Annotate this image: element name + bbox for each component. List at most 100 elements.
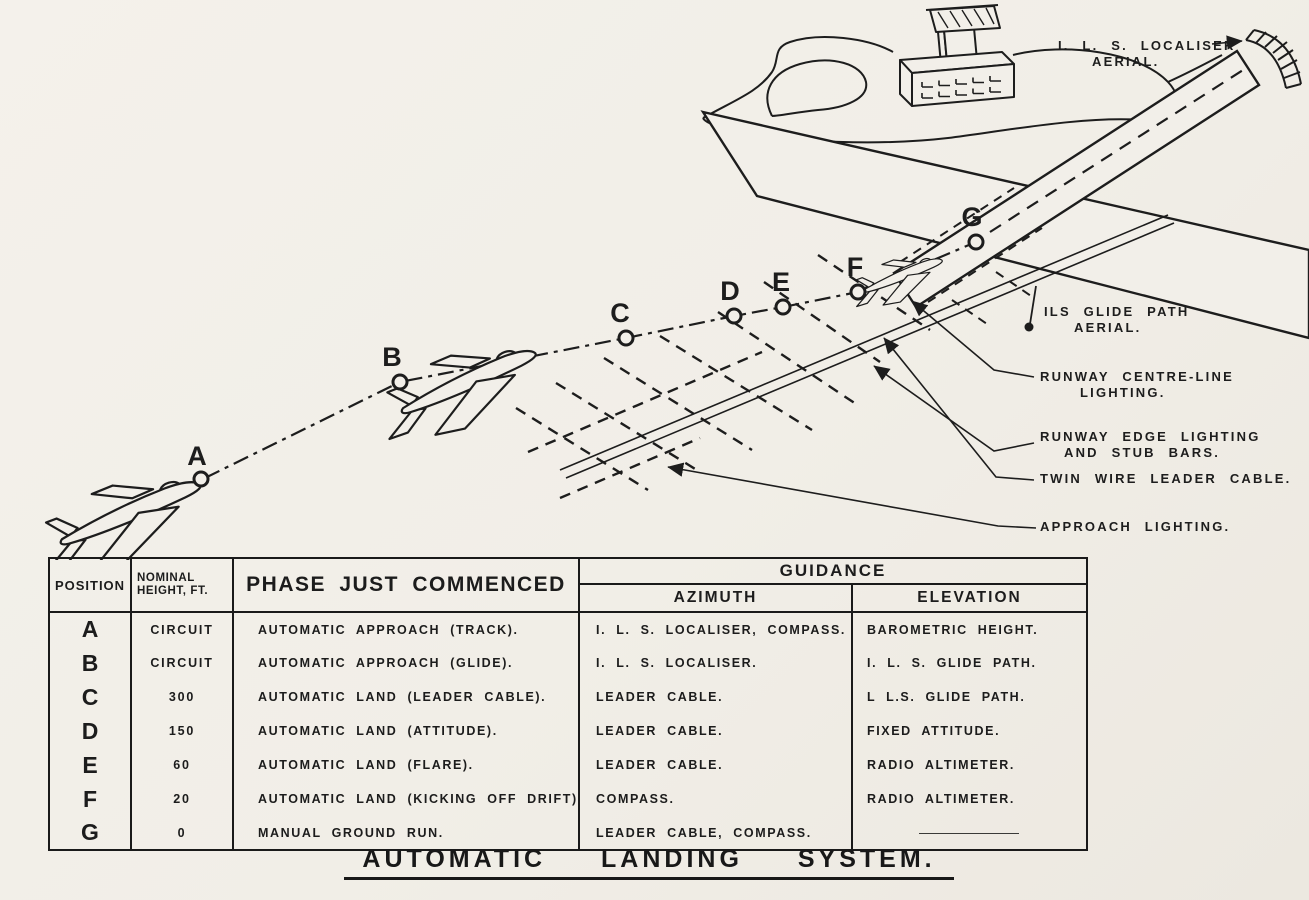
building-windows <box>921 76 1001 99</box>
cell-azimuth: I. L. S. LOCALISER, COMPASS. <box>578 612 853 646</box>
letter-G: G <box>961 202 982 232</box>
cell-phase: AUTOMATIC LAND (KICKING OFF DRIFT). <box>232 782 580 816</box>
cell-height: 20 <box>130 782 234 816</box>
table-row: D 150 AUTOMATIC LAND (ATTITUDE). LEADER … <box>48 714 1089 748</box>
control-tower <box>899 4 1015 107</box>
cell-azimuth: LEADER CABLE. <box>578 714 853 748</box>
tower-cab-glazing <box>937 7 995 29</box>
marker-D <box>725 307 743 325</box>
cell-azimuth: I. L. S. LOCALISER. <box>578 646 853 680</box>
letter-A: A <box>187 441 207 471</box>
marker-E <box>774 298 792 316</box>
label-glidepath-2: AERIAL. <box>1074 320 1141 335</box>
cell-height: 300 <box>130 680 234 714</box>
header-elevation: ELEVATION <box>850 583 1089 613</box>
position-markers <box>192 233 985 488</box>
cell-phase: MANUAL GROUND RUN. <box>232 816 580 851</box>
marker-F <box>849 283 867 301</box>
cell-position: D <box>48 714 132 748</box>
annotation-labels: I. L. S. LOCALISER AERIAL. ILS GLIDE PAT… <box>1040 38 1291 534</box>
table-row: B CIRCUIT AUTOMATIC APPROACH (GLIDE). I.… <box>48 646 1089 680</box>
header-position: POSITION <box>48 557 132 613</box>
cell-height: 0 <box>130 816 234 851</box>
cell-phase: AUTOMATIC LAND (FLARE). <box>232 748 580 782</box>
airfield-diagram: A B C D E F G <box>29 4 1309 560</box>
cell-azimuth: COMPASS. <box>578 782 853 816</box>
cell-position: G <box>48 816 132 851</box>
table-row: E 60 AUTOMATIC LAND (FLARE). LEADER CABL… <box>48 748 1089 782</box>
label-centreline-2: LIGHTING. <box>1080 385 1166 400</box>
cell-position: C <box>48 680 132 714</box>
cell-position: F <box>48 782 132 816</box>
marker-B <box>391 373 409 391</box>
letter-C: C <box>610 298 630 328</box>
cell-elevation: FIXED ATTITUDE. <box>850 714 1089 748</box>
letter-B: B <box>382 342 402 372</box>
cell-height: 60 <box>130 748 234 782</box>
cell-phase: AUTOMATIC LAND (LEADER CABLE). <box>232 680 580 714</box>
cell-azimuth: LEADER CABLE. <box>578 680 853 714</box>
label-glidepath-1: ILS GLIDE PATH <box>1044 304 1189 319</box>
phases-guidance-table: POSITION NOMINAL HEIGHT, FT. PHASE JUST … <box>48 557 1089 851</box>
letter-D: D <box>720 276 740 306</box>
main-runway <box>892 49 1261 309</box>
label-edge-2: AND STUB BARS. <box>1064 445 1220 460</box>
label-localiser-2: AERIAL. <box>1092 54 1159 69</box>
leader-approach-lighting <box>667 462 1037 529</box>
table-row: C 300 AUTOMATIC LAND (LEADER CABLE). LEA… <box>48 680 1089 714</box>
cell-azimuth: LEADER CABLE. <box>578 748 853 782</box>
header-guidance: GUIDANCE <box>577 557 1089 585</box>
letter-E: E <box>772 267 790 297</box>
header-phase: PHASE JUST COMMENCED <box>232 557 580 613</box>
header-azimuth: AZIMUTH <box>578 583 853 613</box>
cell-height: CIRCUIT <box>130 646 234 680</box>
cell-azimuth: LEADER CABLE, COMPASS. <box>578 816 853 851</box>
cell-position: E <box>48 748 132 782</box>
marker-C <box>617 329 635 347</box>
label-localiser-1: I. L. S. LOCALISER <box>1058 38 1236 53</box>
runway-centreline-lighting <box>989 69 1244 233</box>
label-edge-1: RUNWAY EDGE LIGHTING <box>1040 429 1261 444</box>
cell-position: B <box>48 646 132 680</box>
cell-elevation: RADIO ALTIMETER. <box>850 782 1089 816</box>
cell-height: 150 <box>130 714 234 748</box>
cell-phase: AUTOMATIC APPROACH (GLIDE). <box>232 646 580 680</box>
ils-localiser-aerial <box>1245 29 1302 89</box>
cell-phase: AUTOMATIC LAND (ATTITUDE). <box>232 714 580 748</box>
marker-G <box>967 233 985 251</box>
figure-title-text: AUTOMATIC LANDING SYSTEM. <box>344 845 954 880</box>
figure-title: AUTOMATIC LANDING SYSTEM. <box>130 845 1168 880</box>
runway-edge-lighting <box>899 187 1043 327</box>
header-nominal-height: NOMINAL HEIGHT, FT. <box>130 557 234 613</box>
cell-elevation-dash: ———————— <box>850 816 1089 851</box>
leader-edge-lighting <box>873 365 1035 452</box>
approach-lighting-bars <box>515 254 931 500</box>
twin-wire-leader-cable <box>559 214 1175 479</box>
label-approach: APPROACH LIGHTING. <box>1040 519 1230 534</box>
table-header-row-2: AZIMUTH ELEVATION <box>49 583 1089 613</box>
leader-localiser <box>1211 35 1243 50</box>
cell-position: A <box>48 612 132 646</box>
cell-height: CIRCUIT <box>130 612 234 646</box>
position-letters: A B C D E F G <box>187 202 982 471</box>
leader-centreline <box>911 300 1035 378</box>
table-row: A CIRCUIT AUTOMATIC APPROACH (TRACK). I.… <box>48 612 1089 646</box>
marker-A <box>192 470 210 488</box>
ils-glide-path-aerial <box>1024 285 1037 332</box>
table-header-row-1: POSITION NOMINAL HEIGHT, FT. PHASE JUST … <box>48 557 1089 613</box>
label-leader-lines <box>667 35 1243 529</box>
letter-F: F <box>847 252 864 282</box>
table-row: F 20 AUTOMATIC LAND (KICKING OFF DRIFT).… <box>48 782 1089 816</box>
header-nominal-line1: NOMINAL <box>137 571 195 584</box>
cell-elevation: RADIO ALTIMETER. <box>850 748 1089 782</box>
cell-phase: AUTOMATIC APPROACH (TRACK). <box>232 612 580 646</box>
label-twinwire: TWIN WIRE LEADER CABLE. <box>1040 471 1291 486</box>
aircraft-at-A <box>29 462 216 560</box>
table-row: G 0 MANUAL GROUND RUN. LEADER CABLE, COM… <box>48 816 1089 851</box>
label-centreline-1: RUNWAY CENTRE-LINE <box>1040 369 1234 384</box>
cell-elevation: I. L. S. GLIDE PATH. <box>850 646 1089 680</box>
cell-elevation: L L.S. GLIDE PATH. <box>850 680 1089 714</box>
cell-elevation: BAROMETRIC HEIGHT. <box>850 612 1089 646</box>
header-nominal-line2: HEIGHT, FT. <box>137 585 209 597</box>
